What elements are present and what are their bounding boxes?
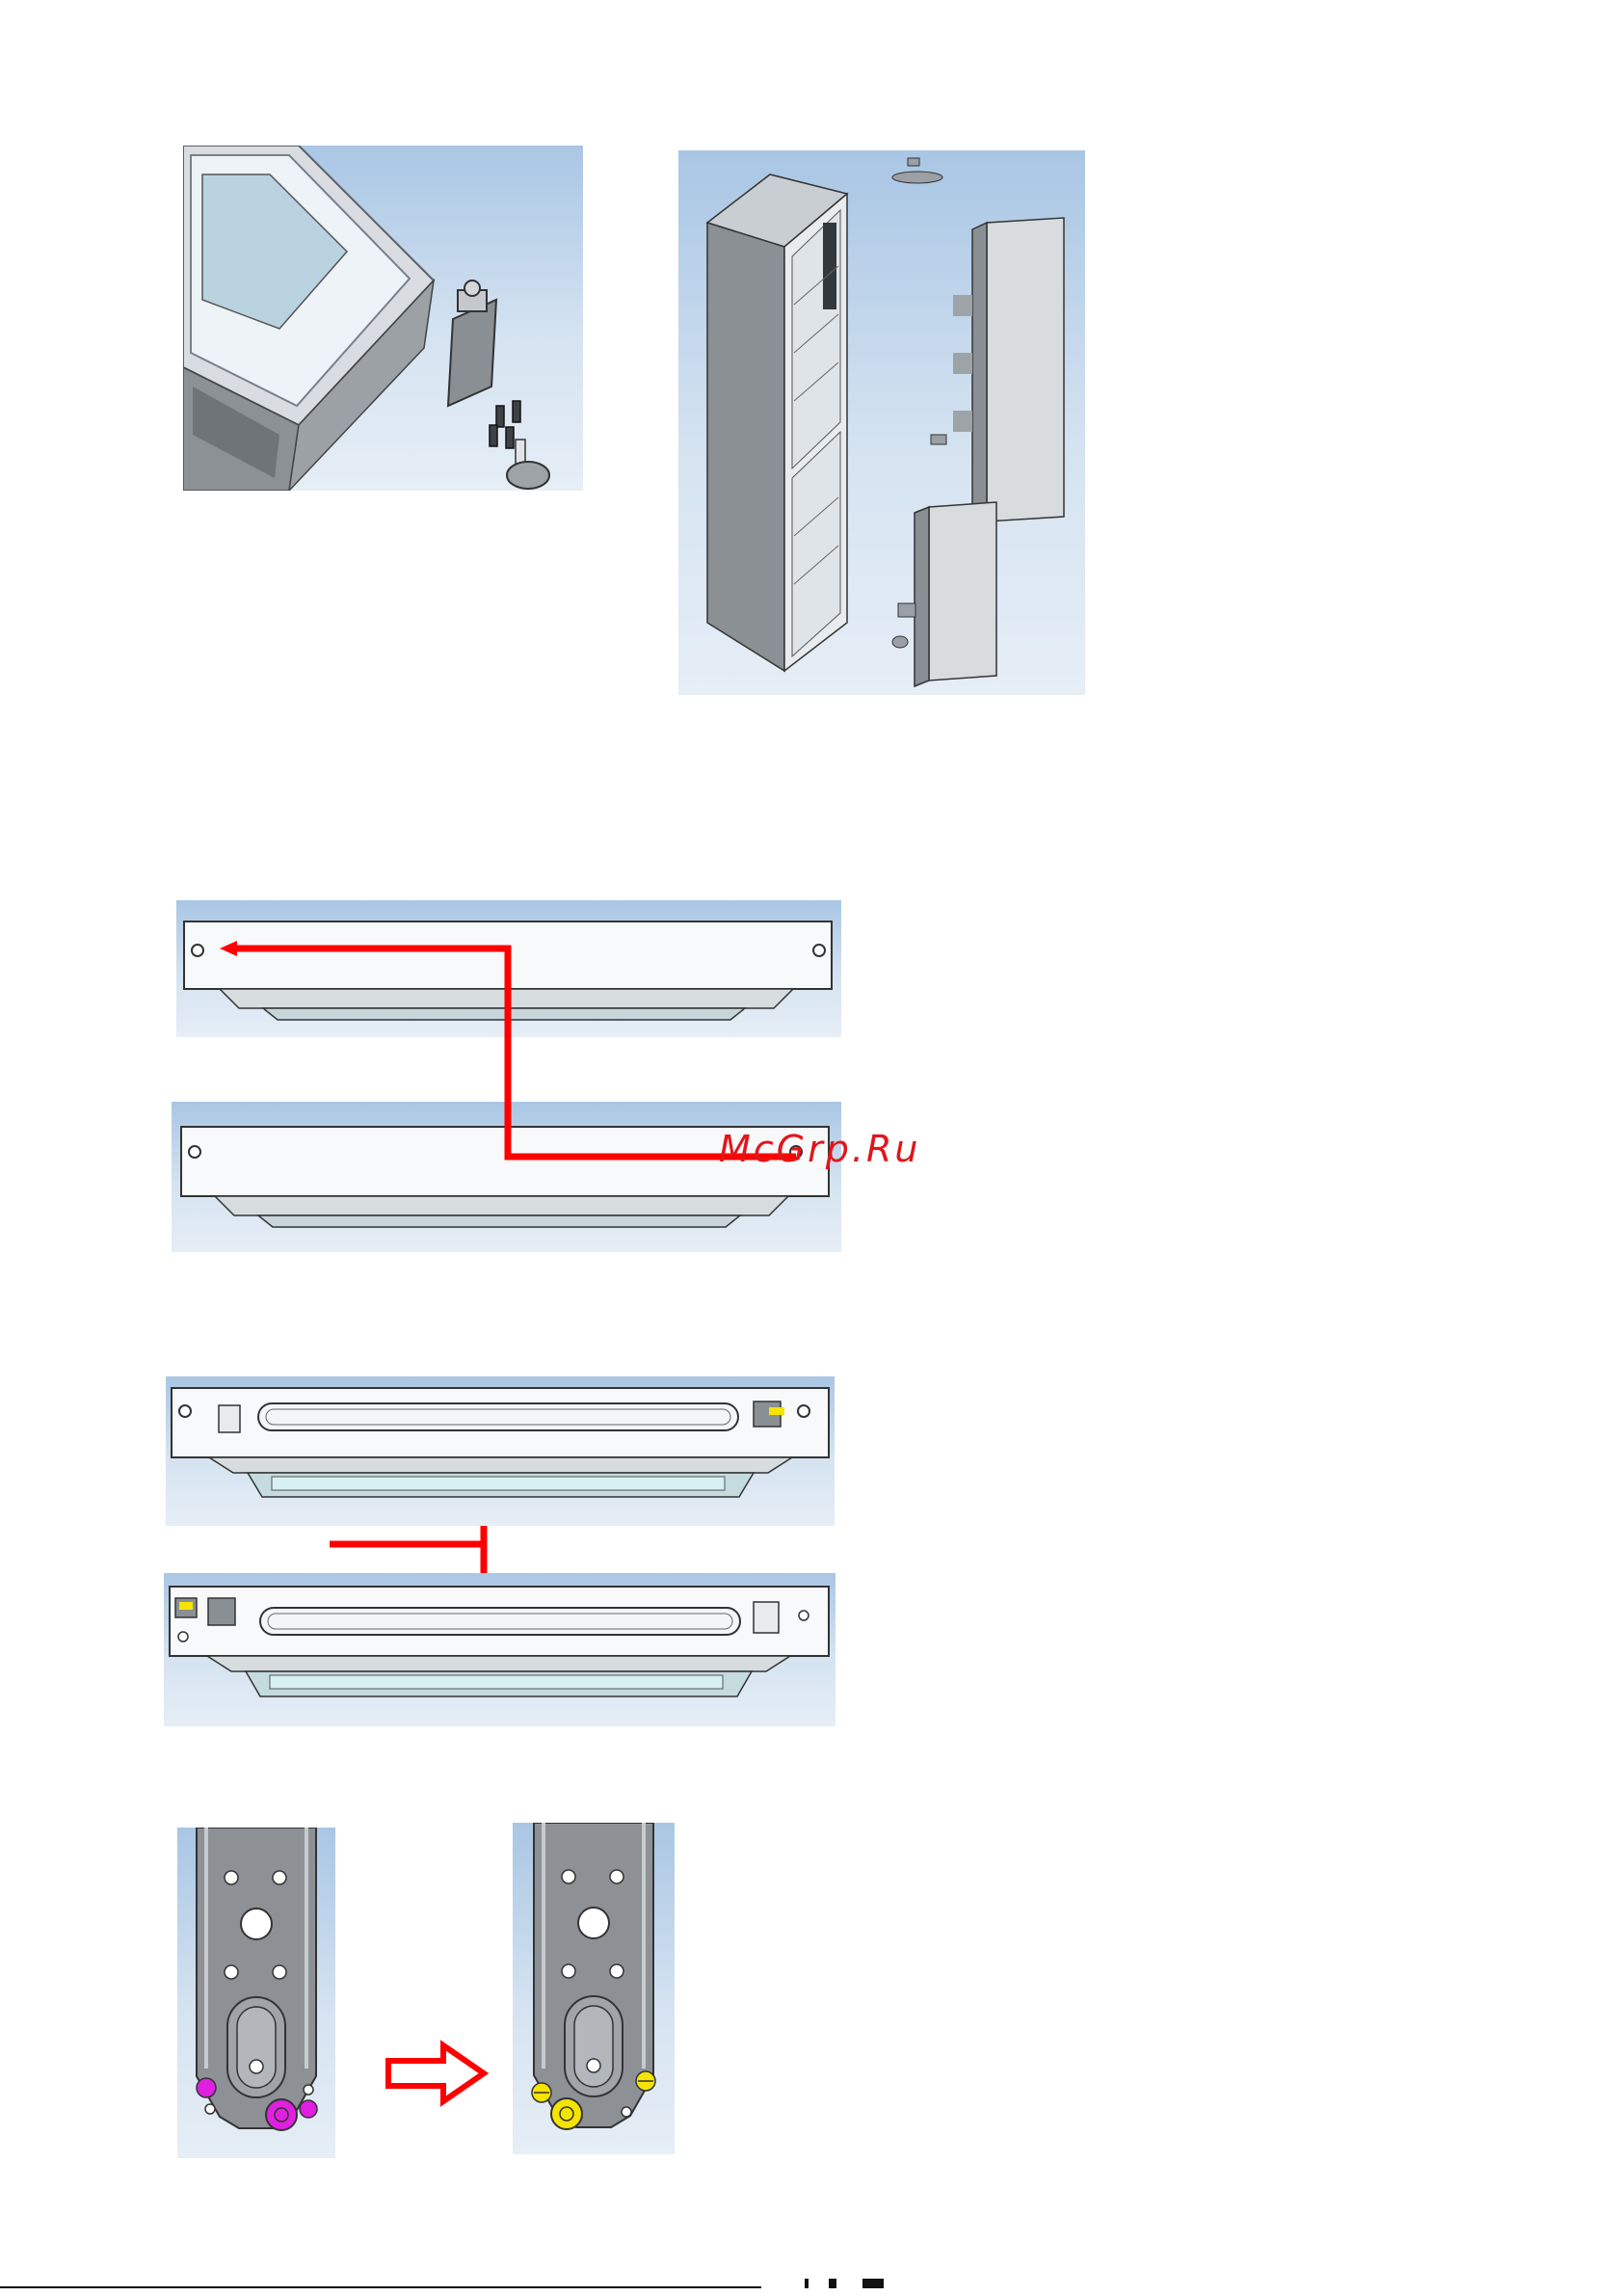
top-door-edge-before [176,900,841,1037]
bottom-door-edge-before [166,1376,835,1526]
hinge-bracket-before [177,1828,335,2158]
footer-mark [805,2279,809,2288]
hinge-closeup-drawing [183,146,583,491]
lower-door [915,502,996,686]
hinge-bracket-after [513,1823,675,2154]
hinge-removal-closeup [183,146,583,491]
page-footer-rule [0,2286,761,2288]
top-door-edge-after [172,1102,841,1252]
bracket-before-drawing [177,1828,335,2158]
bracket-after-drawing [513,1823,675,2154]
right-arrow-icon [384,2040,490,2107]
top-door-after-drawing [172,1102,841,1252]
bottom-door-before-drawing [166,1376,835,1526]
fridge-exploded-view [678,150,1085,695]
hinge-plate [448,280,496,406]
fridge-exploded-drawing [678,150,1085,695]
screw-icon [300,2100,317,2118]
watermark: McGrp.Ru [719,1128,920,1170]
bottom-door-edge-after [164,1573,836,1726]
top-door-before-drawing [176,900,841,1037]
footer-mark [829,2279,836,2288]
upper-door [953,218,1064,528]
screw-icon [197,2078,216,2097]
footer-mark [862,2279,884,2288]
bottom-door-after-drawing [164,1573,836,1726]
